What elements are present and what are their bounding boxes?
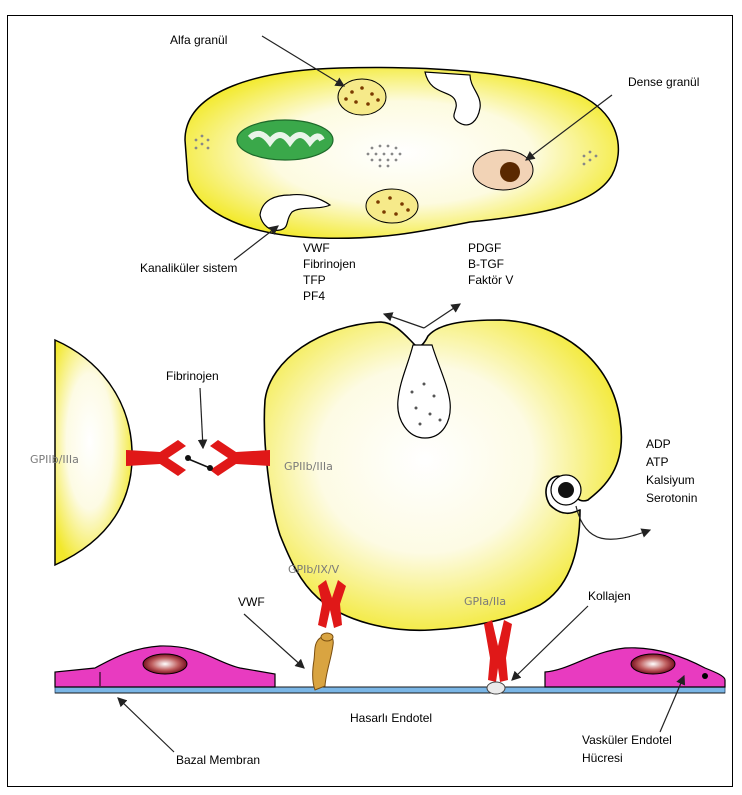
dense-content-item: Faktör V: [468, 273, 513, 287]
release-product-item: ADP: [646, 437, 671, 451]
release-product-item: Kalsiyum: [646, 473, 695, 487]
gp2b3a-receptor-left: [126, 440, 186, 476]
release-product-item: Serotonin: [646, 491, 697, 505]
alpha-content-item: TFP: [303, 273, 326, 287]
vessel-wall: [55, 687, 725, 693]
release-product-item: ATP: [646, 455, 668, 469]
activated-platelet: [264, 320, 621, 630]
dense-granule-release: [551, 475, 581, 505]
vascular-endothelial-line: Vasküler Endotel: [582, 733, 672, 747]
dense-content-item: B-TGF: [468, 257, 504, 271]
vascular-endothelial-line: Hücresi: [582, 751, 623, 765]
fibrinogen-bridge: [185, 455, 213, 471]
resting-platelet: [185, 68, 618, 239]
gp2b3a-left-label: GPIIb/IIIa: [30, 453, 79, 466]
collagen-label: Kollajen: [588, 589, 631, 603]
alpha-granule-2: [366, 189, 418, 223]
gp1a2a-label: GPIa/IIa: [464, 595, 506, 608]
gp1b9-5-label: GPIb/IX/V: [288, 563, 340, 576]
gp2b3a-receptor-right: [210, 440, 270, 476]
release-products-list: ADP ATP Kalsiyum Serotonin: [646, 437, 697, 505]
basement-membrane-label: Bazal Membran: [176, 753, 260, 767]
alpha-granule-label: Alfa granül: [170, 33, 227, 47]
vwf-fiber: [313, 633, 334, 690]
dense-granule: [473, 150, 533, 190]
subendothelium-label: Hasarlı Endotel: [350, 711, 432, 725]
gp1a2a-receptor: [484, 620, 512, 682]
alpha-content-item: Fibrinojen: [303, 257, 356, 271]
alpha-granule: [338, 79, 386, 115]
dense-granule-label: Dense granül: [628, 75, 699, 89]
vascular-endothelial-label: Vasküler Endotel Hücresi: [582, 733, 672, 765]
alpha-content-item: PF4: [303, 289, 325, 303]
vwf-label: VWF: [238, 595, 265, 609]
fibrinogen-label: Fibrinojen: [166, 369, 219, 383]
canalicular-label: Kanaliküler sistem: [140, 261, 237, 275]
mitochondrion: [237, 120, 333, 160]
dense-contents-list: PDGF B-TGF Faktör V: [468, 241, 513, 287]
gp2b3a-right-label: GPIIb/IIIa: [284, 460, 333, 473]
dense-content-item: PDGF: [468, 241, 501, 255]
alpha-content-item: VWF: [303, 241, 330, 255]
alpha-contents-list: VWF Fibrinojen TFP PF4: [303, 241, 356, 303]
endothelial-cell-left: [55, 646, 275, 687]
collagen: [487, 682, 505, 694]
endothelial-cell-right: [545, 648, 725, 687]
